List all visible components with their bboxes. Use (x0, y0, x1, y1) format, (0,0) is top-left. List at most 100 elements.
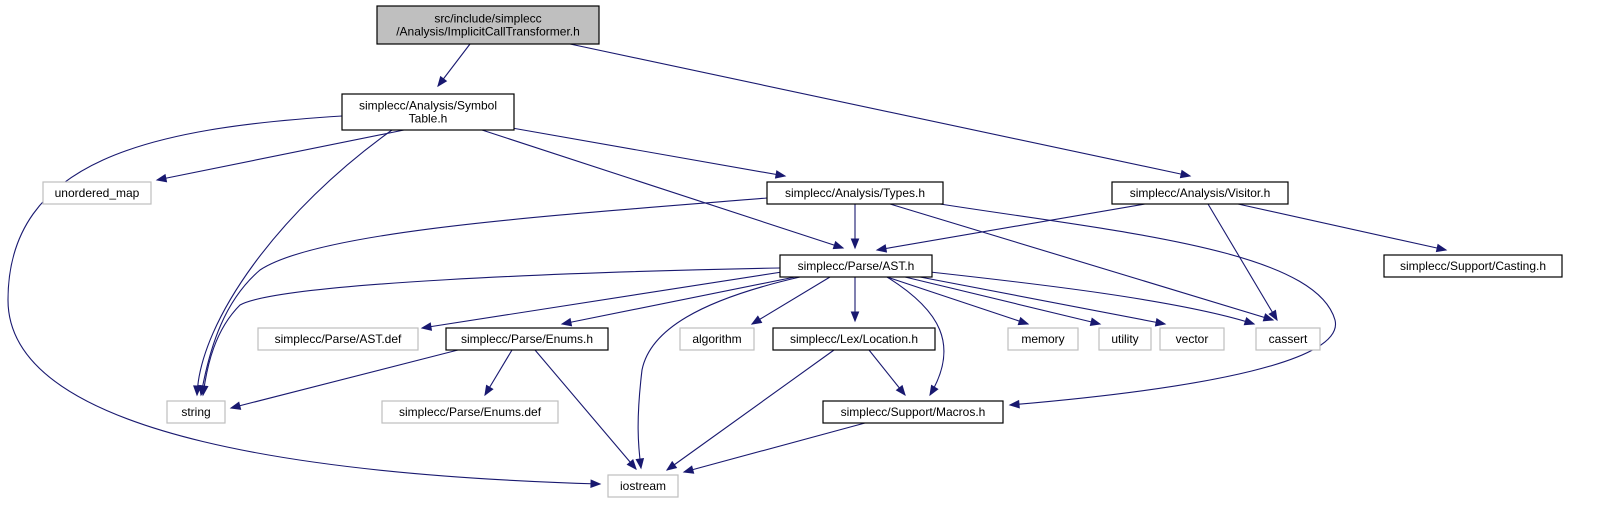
edge-location-to-iostream (665, 349, 835, 471)
node-label: cassert (1269, 332, 1308, 346)
edge-arrowhead (1243, 316, 1256, 326)
node-box (1007, 327, 1079, 351)
node-location[interactable]: simplecc/Lex/Location.h (772, 327, 936, 351)
edge-symtab-to-string (193, 129, 393, 397)
edge-arrowhead (1008, 399, 1020, 409)
node-label: simplecc/Support/Casting.h (1400, 259, 1546, 273)
node-label: vector (1176, 332, 1209, 346)
node-vector: vector (1159, 327, 1225, 351)
edge-ast-to-location (850, 277, 860, 323)
node-types[interactable]: simplecc/Analysis/Types.h (766, 181, 944, 205)
edge-line (889, 203, 1274, 321)
node-box (1111, 181, 1289, 205)
edge-types-to-ast (850, 204, 860, 250)
edge-line (751, 276, 831, 325)
edge-line (196, 129, 393, 396)
node-label: algorithm (692, 332, 741, 346)
node-box (1098, 327, 1152, 351)
node-root[interactable]: src/include/simplecc/Analysis/ImplicitCa… (376, 5, 600, 45)
node-label: Table.h (409, 112, 448, 126)
node-label: simplecc/Parse/AST.h (798, 259, 915, 273)
node-utility: utility (1098, 327, 1152, 351)
edges-layer (7, 43, 1448, 489)
node-label: simplecc/Parse/Enums.def (399, 405, 542, 419)
node-iostream: iostream (607, 474, 679, 498)
edge-arrowhead (875, 244, 888, 253)
edge-ast-to-iostream (635, 276, 801, 470)
edge-arrowhead (626, 458, 637, 471)
node-box (381, 400, 559, 424)
edge-line (886, 276, 1029, 325)
edge-symtab-to-types (511, 127, 787, 179)
node-label: unordered_map (55, 186, 140, 200)
edge-arrowhead (635, 458, 645, 470)
node-label: simplecc/Support/Macros.h (841, 405, 986, 419)
edge-visitor-to-casting (1237, 203, 1448, 253)
edge-ast-to-string (199, 267, 781, 397)
node-visitor[interactable]: simplecc/Analysis/Visitor.h (1111, 181, 1289, 205)
edge-ast-to-macros (886, 276, 945, 397)
edge-arrowhead (437, 75, 448, 88)
edge-ast-to-utility (904, 276, 1102, 326)
node-casting[interactable]: simplecc/Support/Casting.h (1383, 254, 1563, 278)
node-box (341, 93, 515, 131)
edge-line (919, 276, 1166, 325)
edge-line (561, 276, 796, 325)
edge-line (7, 115, 601, 485)
edge-arrowhead (774, 170, 787, 179)
node-astdef: simplecc/Parse/AST.def (257, 327, 419, 351)
edge-line (939, 203, 1336, 406)
node-box (42, 181, 152, 205)
edge-enums-to-enumsdef (484, 349, 513, 397)
edge-line (637, 276, 801, 469)
node-enums[interactable]: simplecc/Parse/Enums.h (445, 327, 609, 351)
node-box (779, 254, 933, 278)
edge-ast-to-vector (919, 276, 1167, 327)
edge-types-to-cassert (889, 203, 1275, 322)
node-label: memory (1021, 332, 1064, 346)
edge-line (666, 349, 835, 471)
node-box (1159, 327, 1225, 351)
edge-arrowhead (199, 385, 209, 397)
node-label: utility (1111, 332, 1138, 346)
edge-symtab-to-unordered_map (155, 129, 405, 183)
edge-arrowhead (929, 384, 939, 397)
edge-visitor-to-ast (875, 203, 1146, 253)
edge-arrowhead (665, 460, 678, 471)
edge-arrowhead (1154, 317, 1167, 327)
node-label: string (181, 405, 210, 419)
edge-line (904, 276, 1101, 325)
node-algorithm: algorithm (679, 327, 755, 351)
edge-symtab-to-iostream (7, 115, 602, 489)
edge-arrowhead (1268, 309, 1278, 322)
edge-arrowhead (1017, 316, 1030, 326)
edge-ast-to-cassert (929, 271, 1256, 326)
node-box (376, 5, 600, 45)
node-box (166, 400, 226, 424)
edge-line (156, 129, 405, 181)
edge-macros-to-iostream (682, 422, 866, 474)
edge-line (421, 271, 783, 329)
node-ast[interactable]: simplecc/Parse/AST.h (779, 254, 933, 278)
edge-arrowhead (590, 479, 602, 489)
node-box (822, 400, 1004, 424)
node-macros[interactable]: simplecc/Support/Macros.h (822, 400, 1004, 424)
edge-ast-to-algorithm (750, 276, 831, 325)
edge-arrowhead (1435, 243, 1448, 253)
edge-line (569, 43, 1191, 177)
node-label: simplecc/Lex/Location.h (790, 332, 918, 346)
node-string: string (166, 400, 226, 424)
edge-root-to-visitor (569, 43, 1192, 179)
node-box (772, 327, 936, 351)
node-box (679, 327, 755, 351)
node-enumsdef: simplecc/Parse/Enums.def (381, 400, 559, 424)
edge-line (200, 197, 768, 396)
edge-arrowhead (895, 384, 906, 397)
edge-arrowhead (1179, 169, 1192, 179)
edge-line (511, 127, 786, 177)
edge-line (929, 271, 1255, 325)
edge-line (481, 129, 844, 249)
nodes-layer: src/include/simplecc/Analysis/ImplicitCa… (42, 5, 1563, 498)
node-box (257, 327, 419, 351)
